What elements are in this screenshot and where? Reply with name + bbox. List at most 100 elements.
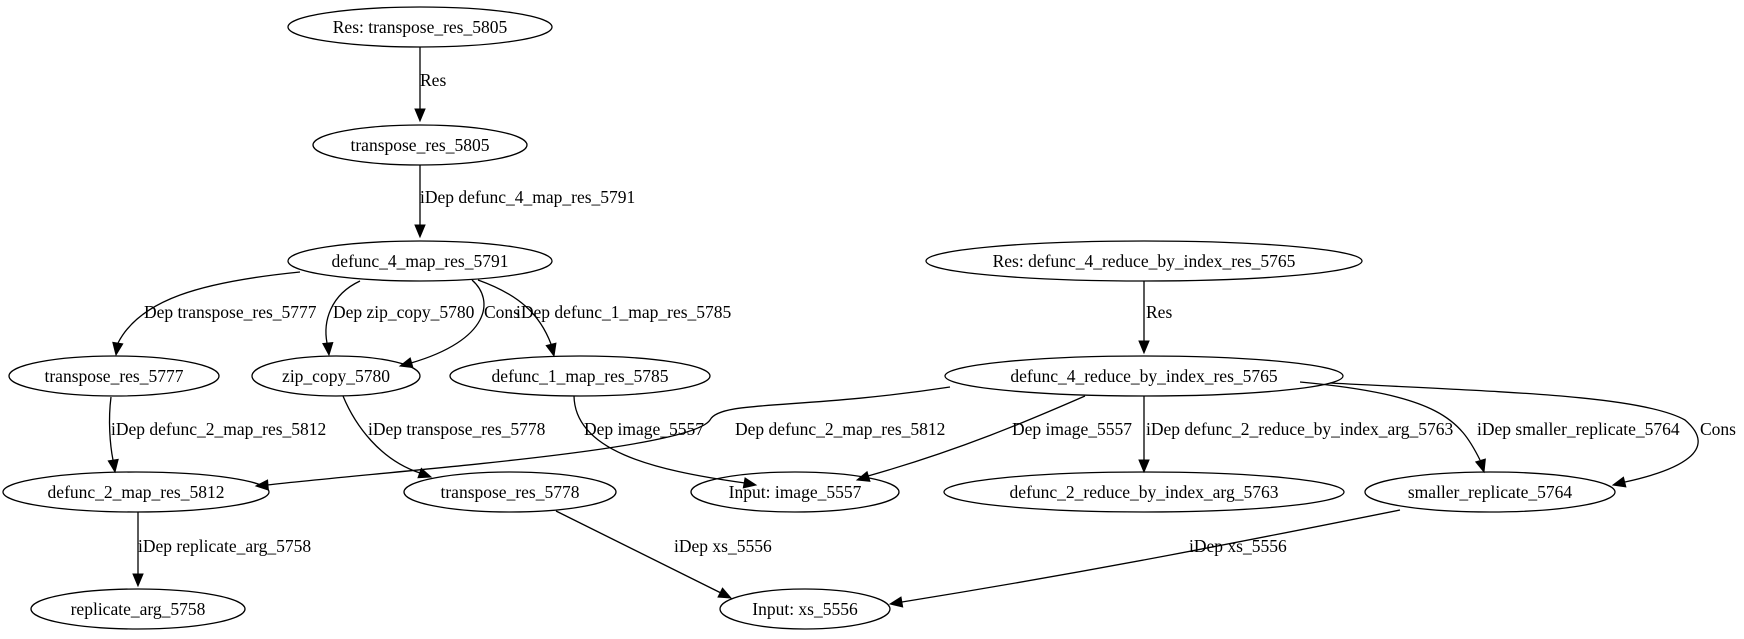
node-ellipse xyxy=(1364,471,1616,513)
graph-edge-transpose-res-5777-to-defunc-2-map-res-5812: iDep defunc_2_map_res_5812 xyxy=(107,396,326,474)
graph-edge-defunc-4-map-res-5791-to-defunc-1-map-res-5785: iDep defunc_1_map_res_5785 xyxy=(477,279,732,358)
edge-label: iDep xs_5556 xyxy=(1189,536,1287,556)
arrowhead xyxy=(1611,476,1627,488)
node-label: Input: image_5557 xyxy=(729,482,862,502)
node-label: defunc_4_reduce_by_index_res_5765 xyxy=(1010,366,1278,386)
node-ellipse xyxy=(925,240,1363,282)
graph-edge-zip-copy-5780-to-transpose-res-5778: iDep transpose_res_5778 xyxy=(342,395,546,479)
node-label: defunc_1_map_res_5785 xyxy=(492,366,669,386)
edge-label: iDep xs_5556 xyxy=(674,536,772,556)
edge-line xyxy=(117,271,301,344)
graph-edge-res-defunc-4-reduce-to-defunc-4-reduce-by-index-res-5765: Res xyxy=(1138,281,1172,355)
arrowhead xyxy=(132,573,144,588)
edge-label: iDep smaller_replicate_5764 xyxy=(1477,419,1680,439)
graph-edge-transpose-res-5805-to-defunc-4-map-res-5791: iDep defunc_4_map_res_5791 xyxy=(414,165,635,239)
graph-node-transpose-res-5777: transpose_res_5777 xyxy=(8,355,220,397)
arrowhead xyxy=(414,108,426,123)
edge-line xyxy=(867,395,1086,477)
graph-node-replicate-arg-5758: replicate_arg_5758 xyxy=(30,588,246,630)
arrowhead xyxy=(414,224,426,239)
graph-edge-smaller-replicate-5764-to-input-xs-5556: iDep xs_5556 xyxy=(888,509,1401,608)
graph-edge-defunc-4-reduce-by-index-res-5765-to-smaller-replicate-5764: Cons xyxy=(1329,382,1736,488)
graph-edge-defunc-4-map-res-5791-to-transpose-res-5777: Dep transpose_res_5777 xyxy=(112,271,317,357)
arrowhead xyxy=(398,357,414,369)
edge-label: iDep replicate_arg_5758 xyxy=(138,536,311,556)
node-label: defunc_2_reduce_by_index_arg_5763 xyxy=(1010,482,1279,502)
edge-label: iDep defunc_2_map_res_5812 xyxy=(111,419,326,439)
graph-edge-defunc-4-map-res-5791-to-zip-copy-5780: Dep zip_copy_5780 xyxy=(322,280,475,357)
edge-line xyxy=(325,280,361,344)
node-label: zip_copy_5780 xyxy=(282,366,390,386)
edge-line xyxy=(410,279,485,364)
node-label: Input: xs_5556 xyxy=(752,599,858,619)
edge-label: iDep defunc_1_map_res_5785 xyxy=(516,302,732,322)
node-label: replicate_arg_5758 xyxy=(71,599,206,619)
node-label: Res: transpose_res_5805 xyxy=(333,17,508,37)
edge-line xyxy=(555,510,722,594)
node-ellipse xyxy=(719,588,891,630)
arrowhead xyxy=(112,341,124,357)
edge-label: Dep zip_copy_5780 xyxy=(333,302,475,322)
node-ellipse xyxy=(449,355,711,397)
edge-label: Cons xyxy=(1700,419,1736,439)
graph-node-transpose-res-5805: transpose_res_5805 xyxy=(312,124,528,166)
graph-edge-res-transpose-5805-to-transpose-res-5805: Res xyxy=(414,47,446,123)
node-label: defunc_4_map_res_5791 xyxy=(332,251,509,271)
node-ellipse xyxy=(690,471,900,513)
node-ellipse xyxy=(30,588,246,630)
graph-node-input-xs-5556: Input: xs_5556 xyxy=(719,588,891,630)
node-ellipse xyxy=(403,471,617,513)
edge-line xyxy=(477,279,552,345)
edge-label: Dep transpose_res_5777 xyxy=(144,302,317,322)
graph-node-defunc-2-reduce-by-index-arg-5763: defunc_2_reduce_by_index_arg_5763 xyxy=(943,471,1345,513)
edge-line xyxy=(1329,382,1699,483)
node-label: defunc_2_map_res_5812 xyxy=(48,482,225,502)
graph-edge-defunc-4-map-res-5791-to-zip-copy-5780: Cons xyxy=(398,279,520,369)
graph-edge-transpose-res-5778-to-input-xs-5556: iDep xs_5556 xyxy=(555,510,772,599)
nodes-layer: Res: transpose_res_5805 transpose_res_580… xyxy=(2,6,1616,630)
graph-node-transpose-res-5778: transpose_res_5778 xyxy=(403,471,617,513)
graph-node-defunc-4-reduce-by-index-res-5765: defunc_4_reduce_by_index_res_5765 xyxy=(944,355,1344,397)
node-label: Res: defunc_4_reduce_by_index_res_5765 xyxy=(993,251,1296,271)
graph-node-defunc-2-map-res-5812: defunc_2_map_res_5812 xyxy=(2,471,270,513)
graph-node-defunc-4-map-res-5791: defunc_4_map_res_5791 xyxy=(287,240,553,282)
arrowhead xyxy=(888,596,904,608)
edge-line xyxy=(108,396,114,461)
graph-node-res-transpose-5805: Res: transpose_res_5805 xyxy=(287,6,553,48)
node-ellipse xyxy=(943,471,1345,513)
edge-label: Res xyxy=(1146,302,1172,322)
edge-label: iDep defunc_2_reduce_by_index_arg_5763 xyxy=(1146,419,1454,439)
node-ellipse xyxy=(287,6,553,48)
edge-line xyxy=(1299,381,1481,461)
graph-edge-defunc-4-reduce-by-index-res-5765-to-smaller-replicate-5764: iDep smaller_replicate_5764 xyxy=(1299,381,1680,474)
edge-label: iDep transpose_res_5778 xyxy=(368,419,546,439)
node-ellipse xyxy=(312,124,528,166)
node-ellipse xyxy=(944,355,1344,397)
node-ellipse xyxy=(251,355,421,397)
arrowhead xyxy=(545,342,557,358)
edge-line xyxy=(266,386,951,486)
edge-line xyxy=(342,395,421,474)
graph-node-smaller-replicate-5764: smaller_replicate_5764 xyxy=(1364,471,1616,513)
arrowhead xyxy=(107,458,119,474)
graph-edge-defunc-1-map-res-5785-to-input-image-5557: Dep image_5557 xyxy=(573,395,758,489)
arrowhead xyxy=(742,477,758,489)
edge-line xyxy=(901,509,1401,603)
graph-node-res-defunc-4-reduce: Res: defunc_4_reduce_by_index_res_5765 xyxy=(925,240,1363,282)
arrowhead xyxy=(717,587,733,599)
arrowhead xyxy=(1474,458,1486,474)
edge-label: Cons xyxy=(484,302,520,322)
node-label: transpose_res_5805 xyxy=(350,135,489,155)
graph-edge-defunc-2-map-res-5812-to-replicate-arg-5758: iDep replicate_arg_5758 xyxy=(132,512,311,588)
node-ellipse xyxy=(2,471,270,513)
edge-label: iDep defunc_4_map_res_5791 xyxy=(420,187,635,207)
edge-line xyxy=(573,395,746,484)
node-label: transpose_res_5778 xyxy=(440,482,579,502)
node-label: smaller_replicate_5764 xyxy=(1408,482,1572,502)
node-label: transpose_res_5777 xyxy=(44,366,183,386)
edge-label: Res xyxy=(420,70,446,90)
graph-edge-defunc-4-reduce-by-index-res-5765-to-input-image-5557: Dep image_5557 xyxy=(855,395,1132,482)
graph-node-defunc-1-map-res-5785: defunc_1_map_res_5785 xyxy=(449,355,711,397)
